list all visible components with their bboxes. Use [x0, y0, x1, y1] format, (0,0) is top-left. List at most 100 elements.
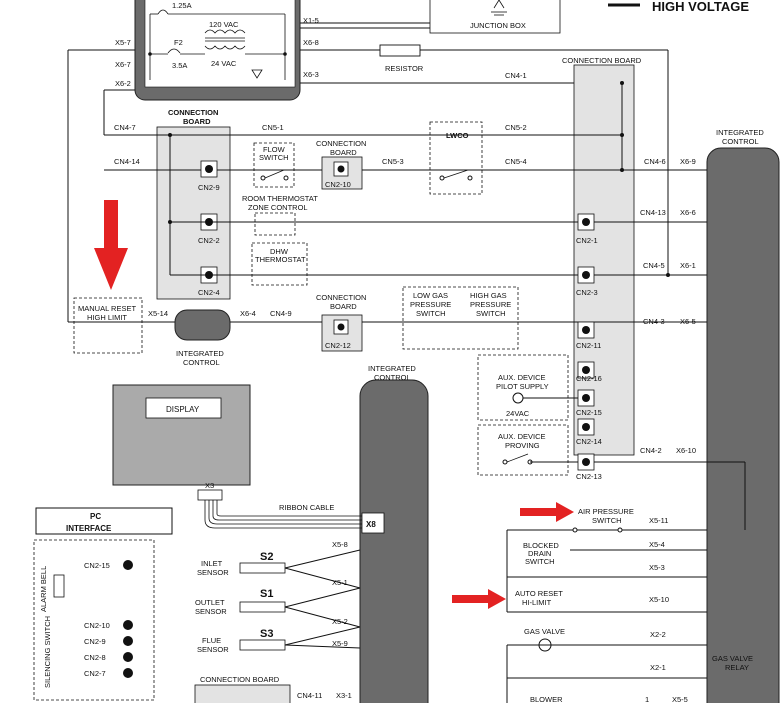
aux-24vac-label: 24VAC — [506, 409, 530, 418]
pin-cn2-16-label: CN2-16 — [576, 374, 602, 383]
aux-pilot-label-1: AUX. DEVICE — [498, 373, 546, 382]
conn-cn4-6: CN4-6 — [644, 157, 666, 166]
conn-cn5-3: CN5-3 — [382, 157, 404, 166]
junction-box — [429, 0, 561, 34]
manual-reset-box — [73, 297, 143, 354]
conn-cn4-13: CN4-13 — [640, 208, 666, 217]
conn-x6-10: X6-10 — [676, 446, 696, 455]
conn-cn4-11: CN4-11 — [297, 691, 322, 700]
left-connection-board — [156, 126, 231, 300]
aux-pilot-label-2: PILOT SUPPLY — [496, 382, 549, 391]
aux-proving-label-1: AUX. DEVICE — [498, 432, 546, 441]
cb-cn2-12-label-1: CONNECTION — [316, 293, 366, 302]
lwco-label: LWCO — [446, 131, 469, 140]
flow-switch-box — [253, 142, 295, 188]
pin-cn2-14-label: CN2-14 — [576, 437, 602, 446]
ic-small-label-1: INTEGRATED — [176, 349, 224, 358]
alarm-cn2-7: CN2-7 — [84, 669, 106, 678]
flow-switch-label-1: FLOW — [263, 145, 286, 154]
pin-cn2-15-label: CN2-15 — [576, 408, 602, 417]
fuse1-label: 1.25A — [172, 1, 192, 10]
term-x6-8: X6-8 — [303, 38, 319, 47]
x8-connector — [361, 512, 385, 534]
pin-cn2-4-label: CN2-4 — [198, 288, 220, 297]
pin-cn2-3-label: CN2-3 — [576, 288, 598, 297]
left-connection-board-label-1: CONNECTION — [168, 108, 218, 117]
junction-box-label: JUNCTION BOX — [470, 21, 526, 30]
room-thermostat-label-1: ROOM THERMOSTAT — [242, 194, 318, 203]
gas-valve-relay-label-2: RELAY — [725, 663, 749, 672]
red-arrow-manual-reset — [94, 200, 128, 290]
alarm-cn2-15: CN2-15 — [84, 561, 110, 570]
pin-cn2-10-label: CN2-10 — [325, 180, 351, 189]
cb-cn2-10-label-1: CONNECTION — [316, 139, 366, 148]
lwco-box — [429, 121, 483, 195]
auto-reset-label-1: AUTO RESET — [515, 589, 563, 598]
gas-pressure-box — [402, 286, 519, 350]
high-gas-label-1: HIGH GAS — [470, 291, 507, 300]
sensor-s2-id: S2 — [260, 551, 273, 563]
aux-proving-box — [477, 424, 569, 476]
conn-x5-11: X5-11 — [649, 516, 668, 525]
blocked-drain-label-2: DRAIN — [528, 549, 551, 558]
primary-voltage-label: 120 VAC — [209, 20, 239, 29]
conn-x6-1: X6-1 — [680, 261, 696, 270]
conn-x5-1: X5-1 — [332, 578, 348, 587]
integrated-control-small — [174, 309, 231, 341]
conn-cn4-9: CN4-9 — [270, 309, 292, 318]
term-x5-7: X5-7 — [115, 38, 131, 47]
conn-x5-4: X5-4 — [649, 540, 665, 549]
red-arrow-auto-reset — [452, 589, 506, 609]
term-x1-5: X1-5 — [303, 16, 319, 25]
resistor-label: RESISTOR — [385, 64, 424, 73]
cb-cn2-10-label-2: BOARD — [330, 148, 357, 157]
room-thermostat-box — [254, 212, 296, 236]
conn-x5-5: X5-5 — [672, 695, 688, 703]
alarm-cn2-8: CN2-8 — [84, 653, 106, 662]
manual-reset-label-1: MANUAL RESET — [78, 304, 136, 313]
conn-x2-1: X2-1 — [650, 663, 666, 672]
gas-valve-label: GAS VALVE — [524, 627, 565, 636]
secondary-coil — [204, 45, 246, 50]
display-label: DISPLAY — [166, 405, 200, 414]
left-connection-board-label-2: BOARD — [183, 117, 211, 126]
high-gas-label-3: SWITCH — [476, 309, 506, 318]
sensor-outlet-label-2: SENSOR — [195, 607, 227, 616]
conn-x6-5: X6-5 — [680, 317, 696, 326]
pin-cn2-9-label: CN2-9 — [198, 183, 220, 192]
sensor-flue-label-2: SENSOR — [197, 645, 229, 654]
low-gas-label-3: SWITCH — [416, 309, 446, 318]
pin-cn2-2-label: CN2-2 — [198, 236, 220, 245]
pin-cn2-13-label: CN2-13 — [576, 472, 602, 481]
dhw-thermostat-box — [251, 242, 308, 286]
blocked-drain-label-1: BLOCKED — [523, 541, 559, 550]
x8-label: X8 — [366, 520, 376, 529]
pin-cn2-12-label: CN2-12 — [325, 341, 351, 350]
conn-x3-1: X3-1 — [336, 691, 352, 700]
cb-cn2-12-label-2: BOARD — [330, 302, 357, 311]
conn-cn5-2: CN5-2 — [505, 123, 527, 132]
fuse2-label: 3.5A — [172, 61, 187, 70]
flow-switch-label-2: SWITCH — [259, 153, 289, 162]
sensor-flue-label-1: FLUE — [202, 636, 221, 645]
conn-x6-4: X6-4 — [240, 309, 256, 318]
secondary-voltage-label: 24 VAC — [211, 59, 237, 68]
sensor-outlet-label-1: OUTLET — [195, 598, 225, 607]
silencing-switch-label: SILENCING SWITCH — [43, 616, 52, 688]
red-arrow-air-pressure — [520, 502, 574, 522]
alarm-section-box — [33, 539, 155, 701]
fuse2-id: F2 — [174, 38, 183, 47]
conn-x5-8: X5-8 — [332, 540, 348, 549]
ground-symbol — [251, 69, 263, 79]
bottom-cb-label: CONNECTION BOARD — [200, 675, 280, 684]
aux-pilot-box — [477, 354, 569, 421]
manual-reset-label-2: HIGH LIMIT — [87, 313, 127, 322]
conn-cn4-1: CN4-1 — [505, 71, 527, 80]
pin-cn2-1-label: CN2-1 — [576, 236, 598, 245]
sensor-inlet-label-2: SENSOR — [197, 568, 229, 577]
pin-cn2-11-label: CN2-11 — [576, 341, 601, 350]
blower-label: BLOWER — [530, 695, 563, 703]
display-screen — [145, 397, 222, 419]
conn-x5-2: X5-2 — [332, 617, 348, 626]
